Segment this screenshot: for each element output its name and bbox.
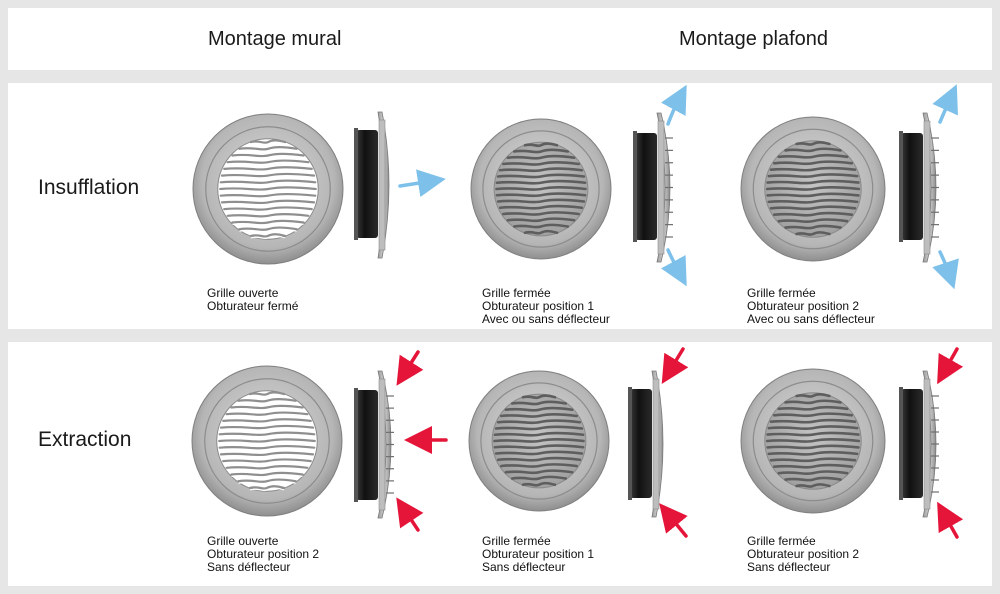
grille-front-icon: [191, 365, 343, 517]
airflow-in-arrow: [661, 347, 689, 384]
grille-side-icon: [899, 112, 939, 263]
caption-line: Grille fermée: [482, 534, 551, 548]
row-title-insufflation: Insufflation: [38, 176, 140, 199]
row-title-extraction: Extraction: [38, 428, 132, 451]
airflow-in-arrow: [659, 503, 688, 538]
caption-line: Grille ouverte: [207, 534, 279, 548]
caption-insufflation-2: Grille fermée Obturateur position 1 Avec…: [482, 287, 610, 326]
grille-front-icon: [740, 368, 886, 514]
grille-side-icon: [628, 370, 664, 518]
grille-side-icon: [354, 370, 394, 519]
caption-line: Grille fermée: [747, 286, 816, 300]
caption-line: Obturateur position 1: [482, 299, 595, 313]
caption-line: Avec ou sans déflecteur: [482, 312, 610, 326]
caption-line: Grille ouverte: [207, 286, 279, 300]
grille-side-icon: [633, 112, 673, 263]
caption-line: Obturateur position 2: [747, 299, 860, 313]
grille-front-icon: [192, 113, 344, 265]
airflow-in-arrow: [396, 350, 424, 386]
caption-line: Grille fermée: [482, 286, 551, 300]
grille-front-icon: [468, 370, 610, 512]
airflow-out-arrow: [932, 84, 958, 124]
header-band: [8, 8, 992, 70]
airflow-out-arrow: [932, 250, 959, 290]
caption-line: Obturateur position 2: [747, 547, 860, 561]
column-title-ceiling: Montage plafond: [679, 28, 829, 50]
airflow-out-arrow: [398, 169, 446, 197]
caption-line: Sans déflecteur: [207, 560, 291, 574]
caption-insufflation-3: Grille fermée Obturateur position 2 Avec…: [747, 287, 875, 326]
column-title-wall: Montage mural: [208, 28, 342, 50]
caption-line: Sans déflecteur: [482, 560, 566, 574]
caption-extraction-3: Grille fermée Obturateur position 2 Sans…: [747, 535, 859, 574]
airflow-in-arrow: [937, 501, 964, 539]
caption-line: Obturateur position 2: [207, 547, 320, 561]
caption-line: Sans déflecteur: [747, 560, 831, 574]
caption-line: Obturateur fermé: [207, 299, 299, 313]
caption-line: Grille fermée: [747, 534, 816, 548]
airflow-in-arrow: [937, 347, 964, 385]
grille-front-icon: [740, 116, 886, 262]
caption-insufflation-1: Grille ouverte Obturateur fermé: [207, 287, 298, 313]
grille-side-icon: [899, 370, 939, 518]
caption-extraction-1: Grille ouverte Obturateur position 2 San…: [207, 535, 319, 574]
grille-side-icon: [354, 111, 390, 259]
caption-line: Obturateur position 1: [482, 547, 595, 561]
grille-front-icon: [470, 118, 612, 260]
caption-line: Avec ou sans déflecteur: [747, 312, 875, 326]
caption-extraction-2: Grille fermée Obturateur position 1 Sans…: [482, 535, 594, 574]
airflow-out-arrow: [661, 84, 687, 126]
airflow-out-arrow: [661, 248, 687, 287]
airflow-in-arrow: [396, 497, 424, 532]
